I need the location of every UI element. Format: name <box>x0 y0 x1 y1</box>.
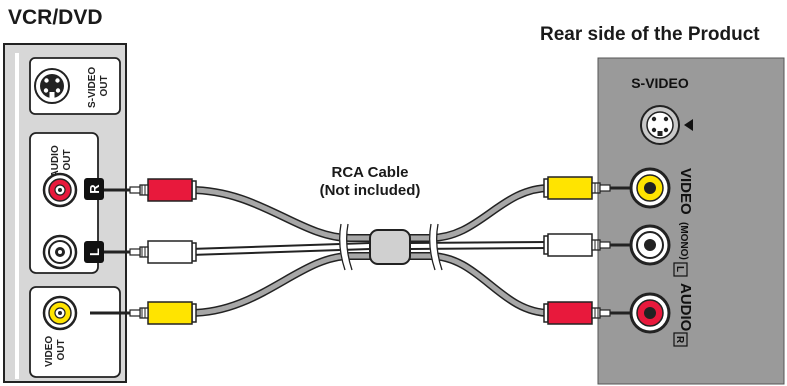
rca-cable-label-line2: (Not included) <box>319 182 421 199</box>
video-out-jack <box>42 295 78 331</box>
svg-text:R: R <box>87 184 102 194</box>
audio-out-right-jack <box>42 172 78 208</box>
video-out-panel: VIDEO OUT <box>29 286 121 378</box>
svg-text:R: R <box>674 336 685 344</box>
audio-out-panel: AUDIO OUT R <box>29 132 104 274</box>
svideo-out-port <box>34 68 70 104</box>
plug-red-left <box>129 178 197 202</box>
channel-r-box-icon: R <box>673 332 688 347</box>
product-rear-panel: S-VIDEO <box>597 57 785 385</box>
rca-cable <box>90 176 630 325</box>
arrow-left-icon <box>684 119 693 131</box>
svideo-out-text: S-VIDEO OUT <box>87 64 110 108</box>
rear-side-title: Rear side of the Product <box>540 24 760 45</box>
channel-r-badge: R <box>84 178 104 200</box>
vcr-dvd-title: VCR/DVD <box>8 6 103 29</box>
svideo-in-text: S-VIDEO <box>631 75 689 91</box>
audio-out-text: AUDIO OUT <box>50 142 73 177</box>
channel-l-badge: L <box>84 241 104 263</box>
svg-text:L: L <box>87 248 102 256</box>
svideo-out-panel: S-VIDEO OUT <box>29 57 121 115</box>
rca-cable-label: RCA Cable (Not included) <box>300 164 440 200</box>
svg-text:L: L <box>674 266 685 272</box>
video-in-text: VIDEO <box>677 168 694 215</box>
mono-text: (MONO) <box>678 222 689 260</box>
cable-break-left <box>339 223 353 272</box>
svideo-in-port <box>640 105 680 145</box>
plug-yellow-left <box>129 301 197 325</box>
vcr-dvd-device: S-VIDEO OUT AUDIO OUT <box>3 43 127 383</box>
video-out-text: VIDEO OUT <box>44 333 67 367</box>
video-in-jack <box>629 167 671 209</box>
audio-in-right-jack <box>629 292 671 334</box>
audio-in-left-jack <box>629 224 671 266</box>
audio-in-text: AUDIO <box>677 283 694 332</box>
plug-white-left <box>129 240 197 264</box>
audio-out-left-jack <box>42 234 78 270</box>
cable-break-right <box>429 223 443 272</box>
cable-binder <box>369 229 411 265</box>
channel-l-box-icon: L <box>673 262 688 277</box>
rca-cable-label-line1: RCA Cable <box>331 164 409 181</box>
